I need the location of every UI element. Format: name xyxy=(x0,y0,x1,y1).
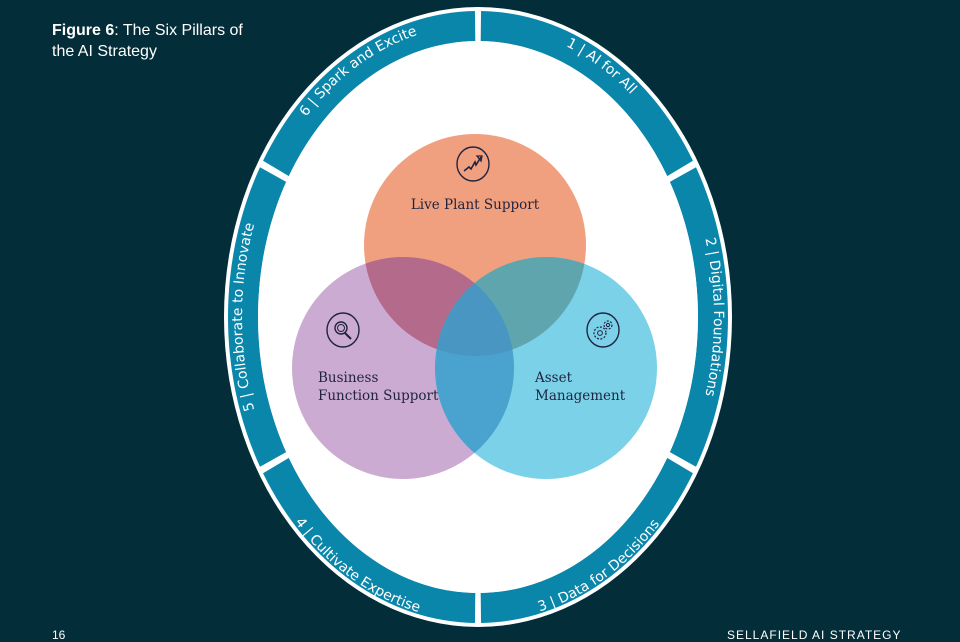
gears-icon xyxy=(586,312,620,348)
live-plant-support-label: Live Plant Support xyxy=(411,197,540,213)
page-number: 16 xyxy=(52,628,66,642)
business-function-support-label: Function Support xyxy=(318,388,439,404)
pillar-segment-6 xyxy=(263,11,476,177)
figure-label: Figure 6 xyxy=(52,22,115,39)
figure-title: Figure 6: The Six Pillars of the AI Stra… xyxy=(52,20,243,62)
pillar-segment-3 xyxy=(480,457,693,623)
document-title: SELLAFIELD AI STRATEGY xyxy=(727,628,902,642)
pillar-segment-2 xyxy=(669,167,728,467)
trend-arrow-icon xyxy=(456,146,490,182)
pillar-ring xyxy=(228,11,728,623)
business-function-support-label: Business xyxy=(318,370,378,386)
figure-title-text: : The Six Pillars of xyxy=(114,22,243,39)
pillar-segment-4 xyxy=(263,457,476,623)
asset-management-label: Management xyxy=(535,388,626,404)
figure-title-line2: the AI Strategy xyxy=(52,43,157,60)
overlap-center xyxy=(435,257,514,356)
asset-management-label: Asset xyxy=(534,370,573,386)
pillar-segment-5 xyxy=(228,167,287,467)
pillar-segment-1 xyxy=(480,11,693,177)
magnifier-icon xyxy=(326,312,360,348)
